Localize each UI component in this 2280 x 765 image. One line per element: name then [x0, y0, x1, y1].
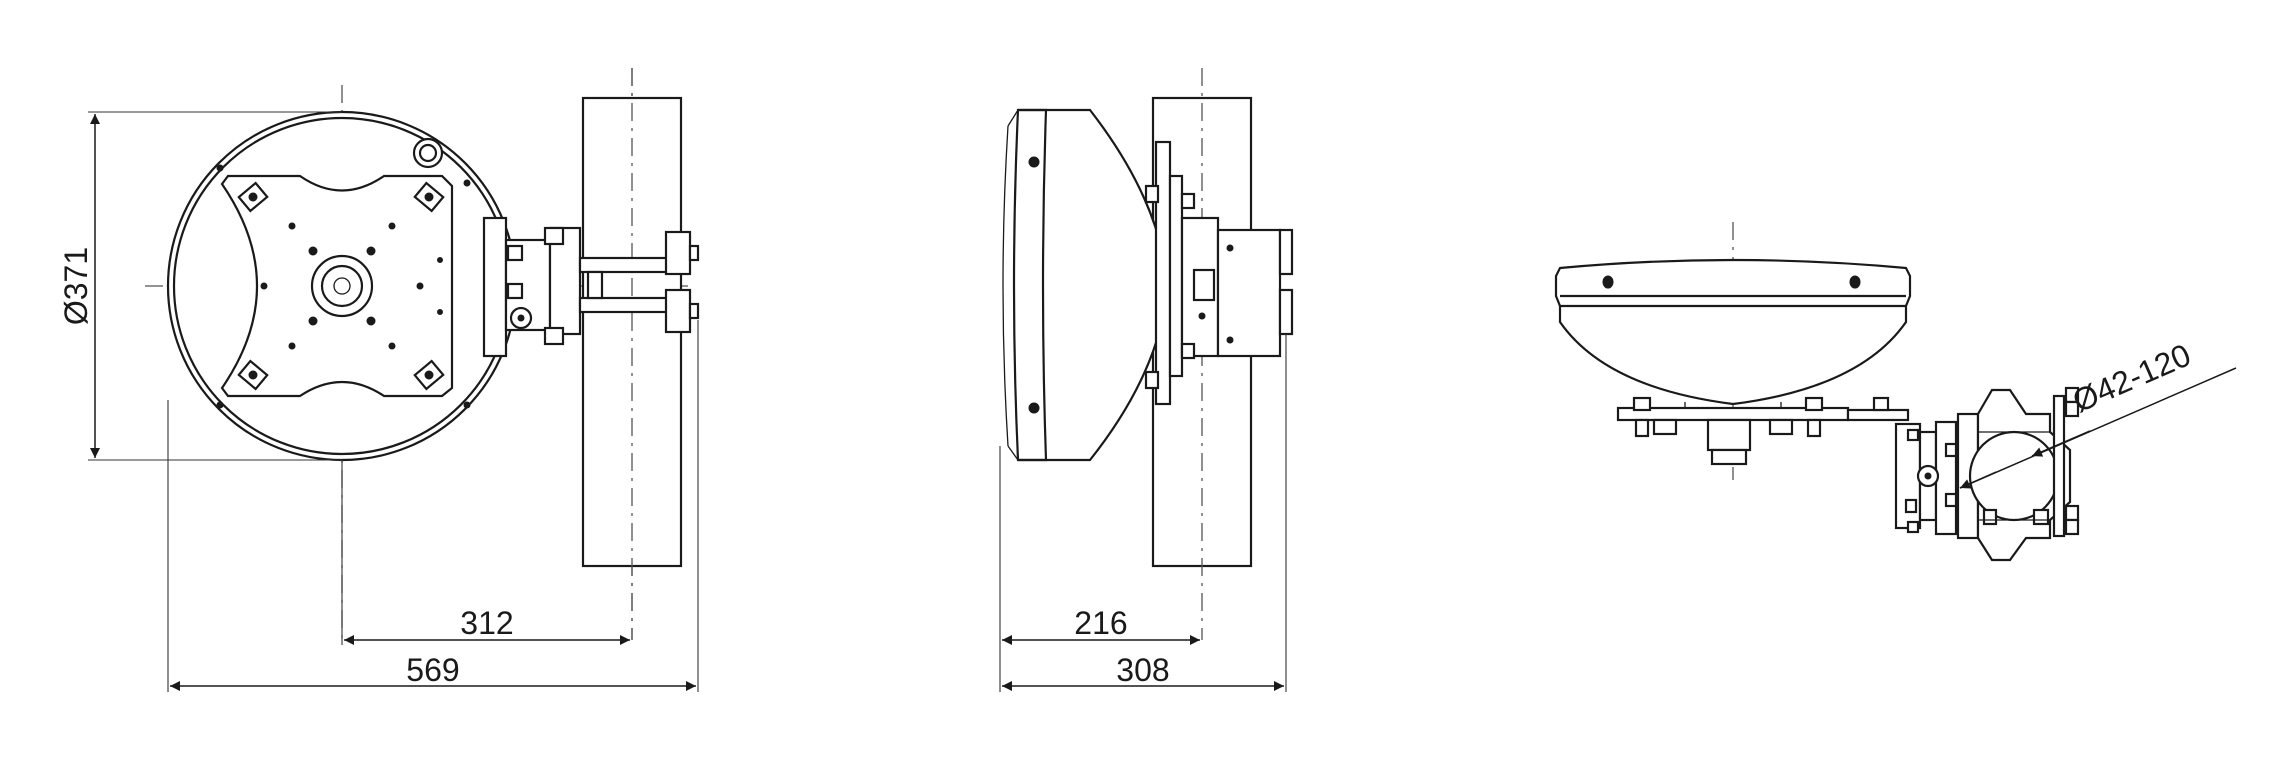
- side-216-label: 216: [1074, 605, 1127, 641]
- pole-diameter-label: Ø42-120: [2067, 337, 2196, 420]
- pole-clamp-top: [1956, 386, 2080, 562]
- radome-top: [1554, 258, 1912, 409]
- bracket-top: [1894, 420, 1958, 536]
- dim-front-312: 312: [341, 460, 630, 645]
- dim-side-308: 308: [1002, 334, 1287, 692]
- radome-side: [1002, 108, 1170, 462]
- dim-side-216: 216: [999, 446, 1200, 692]
- front-diameter-label: Ø371: [58, 247, 94, 325]
- bracket-front: [482, 216, 700, 358]
- front-312-label: 312: [460, 605, 513, 641]
- side-308-label: 308: [1116, 652, 1169, 688]
- front-view: Ø371 312 569: [58, 68, 700, 692]
- side-view: 216 308: [999, 68, 1294, 692]
- rail-top: [1616, 396, 1910, 466]
- dim-front-diameter: Ø371: [58, 111, 342, 461]
- top-view: Ø42-120: [1554, 222, 2237, 562]
- dim-front-569: 569: [167, 320, 699, 692]
- front-569-label: 569: [406, 652, 459, 688]
- mounting-plate-front: [220, 174, 454, 398]
- mount-side: [1144, 140, 1294, 406]
